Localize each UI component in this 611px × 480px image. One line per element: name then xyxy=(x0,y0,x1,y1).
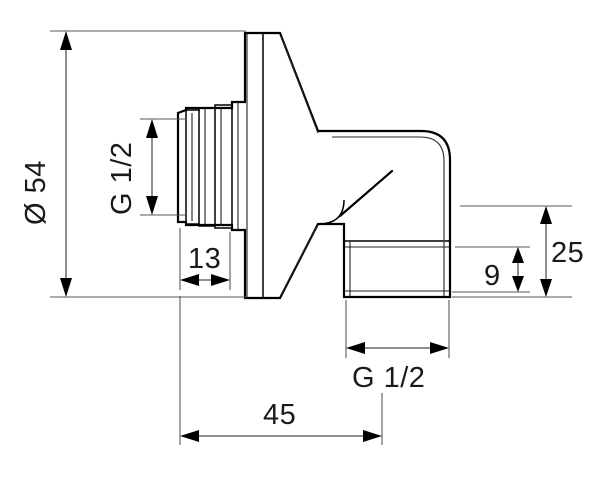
arrow-54-top xyxy=(60,31,72,50)
arrow-13-right xyxy=(211,274,230,286)
dimension-9: 9 xyxy=(452,246,530,293)
arrow-13-left xyxy=(180,274,199,286)
dimension-25: 25 xyxy=(452,205,584,298)
arrow-25-top xyxy=(540,206,552,224)
arrow-45-left xyxy=(180,430,199,442)
dimension-45: 45 xyxy=(179,296,383,445)
cone-upper-slant-inner xyxy=(280,35,319,134)
arrow-25-bottom xyxy=(540,279,552,297)
dim-label-45: 45 xyxy=(263,399,296,431)
arrow-45-right xyxy=(363,430,382,442)
nipple-top-step xyxy=(186,104,232,111)
arrow-inlet-bottom xyxy=(146,196,158,215)
dim-label-9: 9 xyxy=(484,260,501,292)
dim-label-13: 13 xyxy=(188,243,221,275)
arrow-outlet-left xyxy=(346,342,365,354)
section-leader-icon xyxy=(338,169,394,218)
cone-lower-slant-inner xyxy=(280,225,318,296)
part-geometry xyxy=(176,31,452,300)
dim-label-outlet-thread: G 1/2 xyxy=(352,362,425,394)
arrow-inlet-top xyxy=(146,119,158,138)
dim-label-diameter-54: Ø 54 xyxy=(20,160,52,225)
dim-label-inlet-thread: G 1/2 xyxy=(106,142,138,215)
arrow-54-bottom xyxy=(60,278,72,297)
dimension-13: 13 xyxy=(179,228,231,290)
arrow-9-top xyxy=(512,247,524,263)
elbow-inner-bend xyxy=(317,199,345,225)
dim-label-25: 25 xyxy=(551,237,584,269)
arrow-9-bottom xyxy=(512,276,524,292)
elbow-outer-bend-inner xyxy=(332,136,445,240)
dimension-inlet-thread: G 1/2 xyxy=(106,118,186,216)
nipple-bottom-step xyxy=(186,223,232,229)
part-main-outline xyxy=(176,31,452,300)
dimension-diameter-54: Ø 54 xyxy=(20,30,246,298)
dimension-outlet-thread: G 1/2 xyxy=(345,300,450,394)
arrow-outlet-right xyxy=(430,342,449,354)
